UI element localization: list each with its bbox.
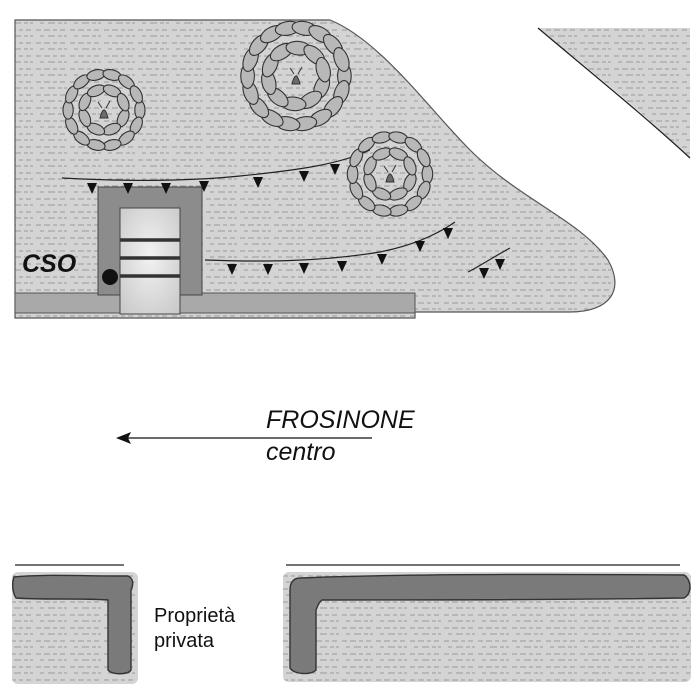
private-property-label-line2: privata <box>154 630 215 652</box>
slope-tick <box>87 183 97 194</box>
slope-tick <box>263 264 273 275</box>
boundary-wall-southwest <box>11 574 134 675</box>
slope-ticks <box>87 164 505 279</box>
tree-icon <box>62 69 146 151</box>
slope-tick <box>227 264 237 275</box>
slope-line-upper <box>61 149 371 181</box>
destination-label-line1: FROSINONE <box>266 406 415 434</box>
slope-tick <box>495 259 505 270</box>
slope-tick <box>415 241 425 252</box>
private-property-label-line1: Proprietà <box>154 605 236 627</box>
slope-tick <box>337 261 347 272</box>
slope-tick <box>299 263 309 274</box>
slope-tick <box>299 171 309 182</box>
boundary-wall <box>14 292 416 314</box>
slope-tick <box>479 268 489 279</box>
overflow-structure <box>97 186 203 315</box>
arrow-left-icon <box>116 432 372 444</box>
overflow-label: CSO <box>22 250 77 278</box>
slope-tick <box>199 181 209 192</box>
slope-tick <box>377 254 387 265</box>
private-property-label: Proprietà privata <box>154 604 235 654</box>
tree-icon <box>240 20 352 132</box>
slope-tick <box>443 228 453 239</box>
destination-label-line2: centro <box>266 438 336 466</box>
road-edge-northeast <box>537 27 691 159</box>
slope-tick <box>123 183 133 194</box>
ground-area-northeast <box>538 28 690 158</box>
slope-tick <box>253 177 263 188</box>
slope-line-lower <box>204 221 511 273</box>
slope-tick <box>161 183 171 194</box>
destination-label: FROSINONE centro <box>266 404 415 468</box>
overflow-point-icon <box>102 269 118 285</box>
tree-icon <box>346 131 434 217</box>
boundary-wall-south <box>289 573 691 675</box>
tree-group <box>62 20 434 217</box>
slope-tick <box>330 164 340 175</box>
